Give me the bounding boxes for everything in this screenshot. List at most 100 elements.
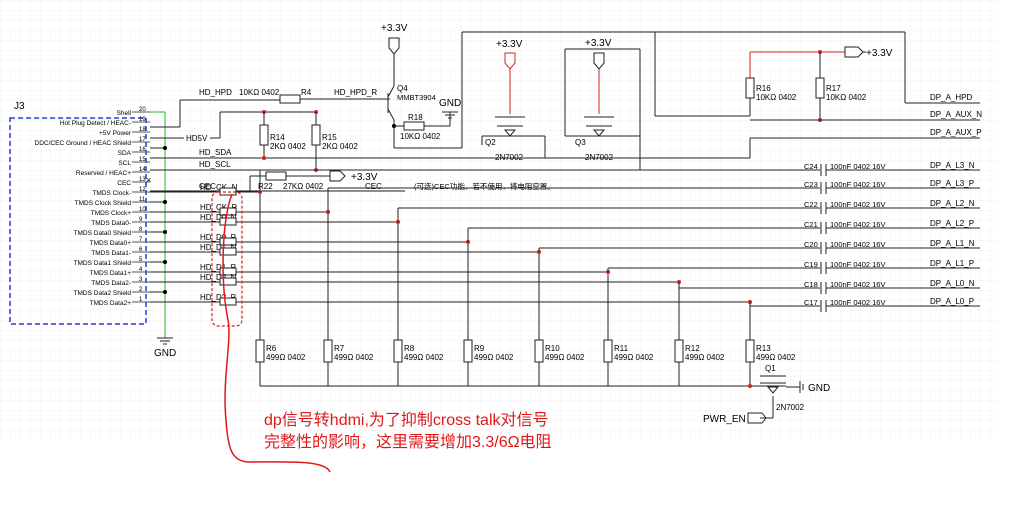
connector-pin-name: Reserved / HEAC+ — [76, 170, 131, 177]
pull-resistor-value: 499Ω 0402 — [756, 353, 796, 362]
connector-pin-name: TMDS Data2- — [91, 280, 131, 287]
net-hd-tmds: HD_D1_P — [200, 263, 236, 272]
connector-gnd-label: GND — [154, 348, 176, 359]
dp-lane-label: DP_A_L2_N — [930, 199, 975, 208]
connector-pin-name: Shell — [117, 110, 132, 117]
dp-lane-label: DP_A_L1_N — [930, 239, 975, 248]
pull-resistor-ref: R7 — [334, 344, 345, 353]
annotation-line2: 完整性的影响，这里需要增加3.3/6Ω电阻 — [264, 433, 552, 451]
annotation-arrow — [222, 193, 331, 473]
pull-resistor — [745, 339, 755, 363]
junction-dot — [163, 290, 167, 294]
tmds-series-resistor — [219, 247, 237, 256]
connector-pin-number: 9 — [139, 217, 143, 223]
power-r22: +3.3V — [351, 172, 378, 183]
q4-part: MMBT3904 — [397, 93, 436, 102]
resistor-r18 — [403, 121, 425, 131]
pull-resistor-value: 499Ω 0402 — [404, 353, 444, 362]
connector-pin-number: 16 — [139, 147, 146, 153]
pull-resistor — [534, 339, 544, 363]
cap-ref: C18 — [804, 280, 818, 289]
cap-value: 100nF 0402 16V — [830, 298, 885, 307]
connector-pin-number: 8 — [139, 227, 143, 233]
resistor-r17 — [815, 77, 825, 99]
connector-pin-name: SDA — [118, 150, 132, 157]
q1-ref: Q1 — [765, 364, 776, 373]
connector-pin-number: 20 — [139, 107, 146, 113]
net-cec: CEC — [199, 182, 216, 191]
pwr-en-port — [747, 412, 767, 424]
connector-pin-number: 18 — [139, 127, 146, 133]
resistor-r22 — [265, 171, 287, 181]
cap-ref: C22 — [804, 200, 818, 209]
connector-pin-number: 1 — [139, 297, 143, 303]
cap-value: 100nF 0402 16V — [830, 260, 885, 269]
highlight-resistor-area — [211, 191, 243, 327]
pwr-en-label: PWR_EN — [703, 414, 746, 425]
r14-ref: R14 — [270, 133, 285, 142]
connector-pin-name: TMDS Data1- — [91, 250, 131, 257]
connector-pin-number: 17 — [139, 137, 146, 143]
connector-pin-name: TMDS Clock- — [92, 190, 131, 197]
connector-pin-number: 3 — [139, 277, 143, 283]
junction-dot — [163, 260, 167, 264]
gnd-q1: GND — [808, 383, 830, 394]
dp-aux-p: DP_A_AUX_P — [930, 128, 982, 137]
connector-pin-name: TMDS Data2 Shield — [74, 290, 132, 297]
dp-lane-label: DP_A_L3_P — [930, 179, 974, 188]
net-hd-scl: HD_SCL — [199, 160, 231, 169]
pull-resistor-ref: R6 — [266, 344, 277, 353]
connector-pin-name: TMDS Data1 Shield — [74, 260, 132, 267]
net-hd-hpd-r: HD_HPD_R — [334, 88, 377, 97]
cec-note: (可选)CEC功能，若不使用，将电阻空置。 — [414, 181, 555, 191]
q4-ref: Q4 — [397, 84, 408, 93]
net-hd-tmds: HD_CK_N — [200, 183, 238, 192]
r22-value: 27KΩ 0402 — [283, 182, 324, 191]
r22-ref: R22 — [258, 182, 273, 191]
net-cec-right: CEC — [365, 182, 382, 191]
connector-pin-name: TMDS Clock Shield — [75, 200, 132, 207]
connector-pin-number: 4 — [139, 267, 143, 273]
pull-resistor — [323, 339, 333, 363]
connector-pin-number: 14 — [139, 167, 146, 173]
pull-resistor-value: 499Ω 0402 — [685, 353, 725, 362]
pull-resistor — [255, 339, 265, 363]
connector-pin-name: +5V Power — [99, 130, 132, 137]
dp-lane-label: DP_A_L1_P — [930, 259, 974, 268]
power-q3: +3.3V — [585, 38, 612, 49]
pull-resistor-value: 499Ω 0402 — [545, 353, 585, 362]
connector-pin-number: 5 — [139, 257, 143, 263]
transistor-q4: +3.3V Q4 MMBT3904 R18 10KΩ 0402 GND — [381, 23, 750, 149]
connector-pin-number: 7 — [139, 237, 143, 243]
r16-ref: R16 — [756, 84, 771, 93]
power-port-q2 — [504, 52, 516, 70]
r17-ref: R17 — [826, 84, 841, 93]
r4-ref: R4 — [301, 88, 312, 97]
q2-part: 2N7002 — [495, 153, 524, 162]
power-q4: +3.3V — [381, 23, 408, 34]
net-hd-tmds: HD_D0_N — [200, 213, 237, 222]
tmds-series-resistor — [219, 217, 237, 226]
pull-resistor-value: 499Ω 0402 — [614, 353, 654, 362]
connector-pin-name: SCL — [118, 160, 131, 167]
net-hd5v: HD5V — [186, 134, 208, 143]
cap-value: 100nF 0402 16V — [830, 162, 885, 171]
transistor-q2: +3.3V Q2 2N7002 — [481, 39, 546, 162]
power-port-q3 — [593, 52, 605, 70]
connector-pin-name: CEC — [117, 180, 131, 187]
pull-resistor-ref: R8 — [404, 344, 415, 353]
q3-ref: Q3 — [575, 138, 586, 147]
cap-ref: C23 — [804, 180, 818, 189]
cap-ref: C24 — [804, 162, 818, 171]
cap-ref: C19 — [804, 260, 818, 269]
cap-value: 100nF 0402 16V — [830, 240, 885, 249]
connector-pin-name: TMDS Data0+ — [90, 240, 132, 247]
connector-pin-number: 13 — [139, 177, 146, 183]
pull-resistor-value: 499Ω 0402 — [266, 353, 306, 362]
dp-aux-section: +3.3V R16 10KΩ 0402 R17 10KΩ 0402 DP_A_H… — [655, 31, 982, 158]
dp-lane-label: DP_A_L0_P — [930, 297, 974, 306]
cap-value: 100nF 0402 16V — [830, 280, 885, 289]
